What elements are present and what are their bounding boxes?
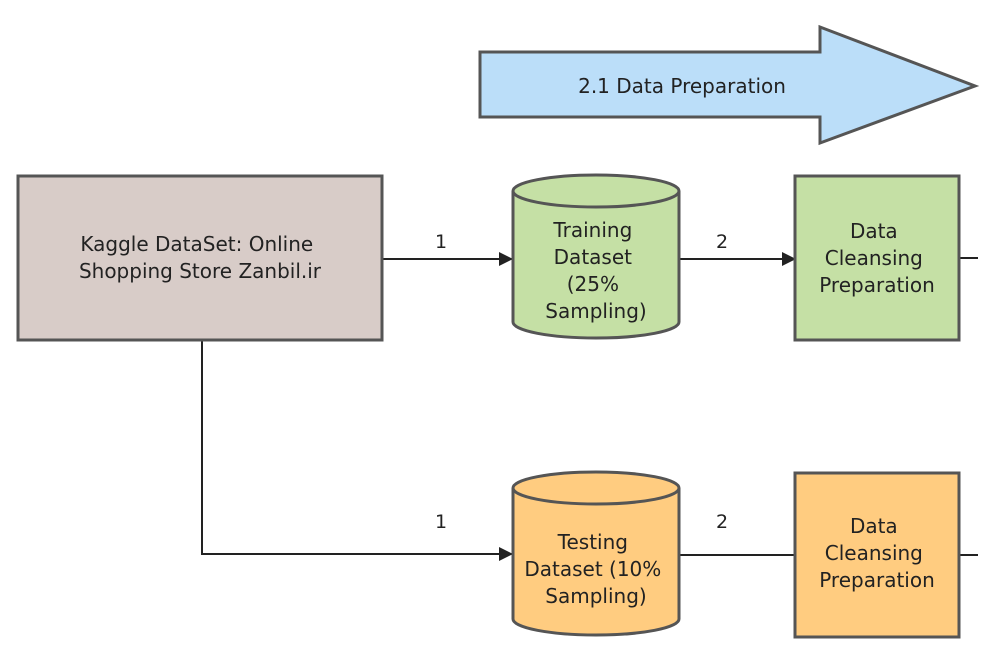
node-training-dataset[interactable]: Training Dataset (25% Sampling) [511,173,681,340]
edge-label-2-bottom: 2 [716,511,728,533]
banner-label: 2.1 Data Preparation [578,74,786,98]
training-cleansing-box [793,174,961,342]
edge-label-2-top: 2 [716,231,728,253]
testing-cleansing-label: Data Cleansing Preparation [819,514,935,592]
testing-dataset-label: Testing Dataset (10% Sampling) [524,530,667,608]
testing-cleansing-box [793,471,961,639]
training-cylinder-top [511,173,681,209]
edges: 1 2 1 2 [201,231,978,561]
edge-source-to-testing [201,340,513,561]
training-cylinder-body [511,191,681,340]
source-box [16,174,384,342]
node-training-cleansing[interactable]: Data Cleansing Preparation [793,174,961,342]
testing-cylinder-top [511,470,681,506]
banner-arrow-shape [478,24,980,146]
node-testing-dataset[interactable]: Testing Dataset (10% Sampling) [511,470,681,637]
training-cleansing-label: Data Cleansing Preparation [819,219,935,297]
node-testing-cleansing[interactable]: Data Cleansing Preparation [793,471,961,639]
edge-label-1-top: 1 [435,231,447,253]
testing-cylinder-body [511,488,681,637]
edge-label-1-bottom: 1 [435,511,447,533]
phase-banner: 2.1 Data Preparation [478,24,980,146]
training-dataset-label: Training Dataset (25% Sampling) [545,218,646,323]
source-label: Kaggle DataSet: Online Shopping Store Za… [79,232,322,283]
node-source-dataset[interactable]: Kaggle DataSet: Online Shopping Store Za… [16,174,384,342]
